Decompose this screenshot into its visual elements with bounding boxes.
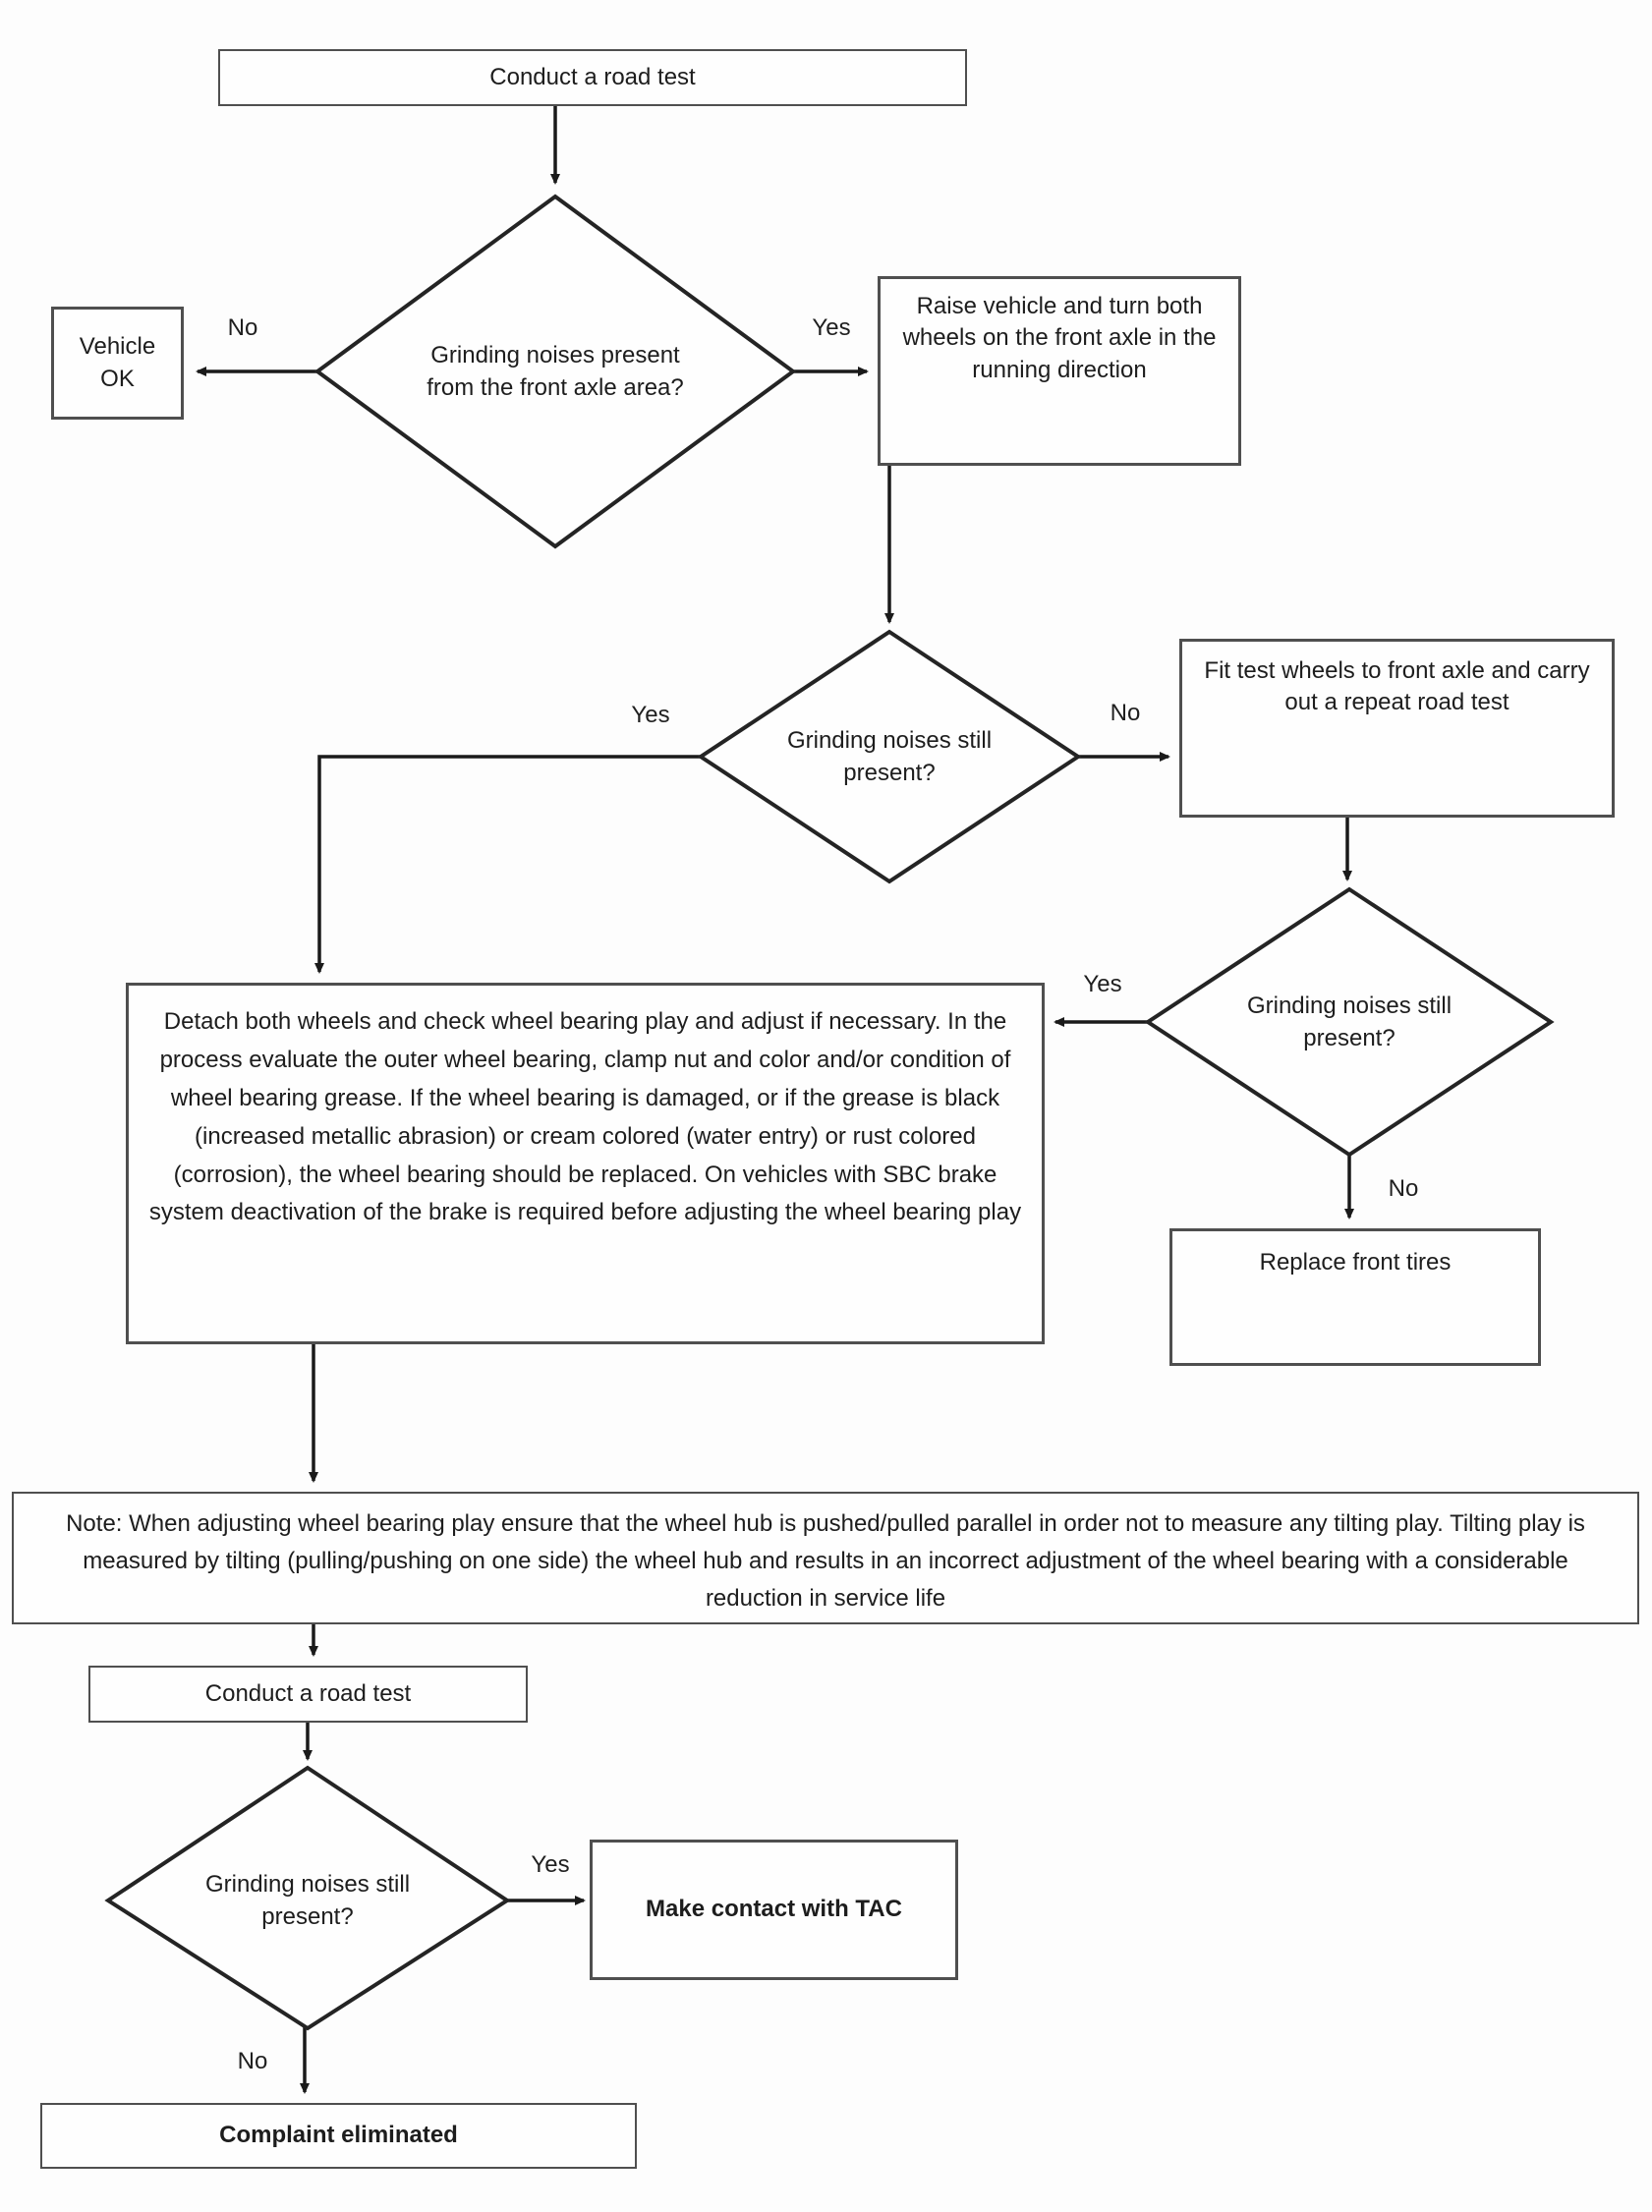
node-vehicle-ok: Vehicle OK [51,307,184,420]
node-make-contact-tac-label: Make contact with TAC [646,1896,902,1923]
edge-label-d2-no: No [1110,700,1141,726]
node-make-contact-tac: Make contact with TAC [590,1840,958,1980]
node-fit-test-wheels: Fit test wheels to front axle and carry … [1179,639,1615,818]
node-conduct-road-test-2: Conduct a road test [88,1666,528,1723]
edge-label-d1-yes: Yes [812,314,851,341]
decision-4-diamond [104,1765,511,2031]
edge-label-d4-yes: Yes [531,1851,570,1878]
decision-3-diamond [1144,886,1555,1158]
decision-1-label: Grinding noises present from the front a… [427,341,684,401]
decision-2-label: Grinding noises still present? [786,726,993,786]
node-raise-vehicle: Raise vehicle and turn both wheels on th… [878,276,1241,466]
decision-1-diamond [313,194,797,549]
edge-label-d1-no: No [227,314,258,341]
node-conduct-road-test-1-label: Conduct a road test [489,63,696,90]
node-replace-front-tires-label: Replace front tires [1259,1249,1452,1276]
node-detach-wheels-label: Detach both wheels and check wheel beari… [148,1008,1022,1226]
node-conduct-road-test-2-label: Conduct a road test [204,1679,412,1707]
edge-label-d4-no: No [237,2048,268,2074]
node-raise-vehicle-label: Raise vehicle and turn both wheels on th… [902,293,1217,383]
node-detach-wheels: Detach both wheels and check wheel beari… [126,983,1045,1344]
node-fit-test-wheels-label: Fit test wheels to front axle and carry … [1204,657,1590,716]
edge-label-d3-yes: Yes [1083,971,1122,997]
decision-2-diamond [697,629,1082,884]
node-note-label: Note: When adjusting wheel bearing play … [66,1510,1585,1612]
node-replace-front-tires: Replace front tires [1169,1228,1541,1366]
node-note: Note: When adjusting wheel bearing play … [12,1492,1639,1624]
edge-d2-yes-to-detach [314,755,701,974]
edge-label-d2-yes: Yes [631,702,670,728]
decision-4-label: Grinding noises still present? [204,1870,411,1930]
edge-label-d3-no: No [1388,1175,1419,1202]
decision-3-label: Grinding noises still present? [1246,992,1453,1051]
node-conduct-road-test-1: Conduct a road test [218,49,967,106]
node-complaint-eliminated: Complaint eliminated [40,2103,637,2169]
node-complaint-eliminated-label: Complaint eliminated [219,2122,458,2149]
node-vehicle-ok-label: Vehicle OK [79,333,156,392]
